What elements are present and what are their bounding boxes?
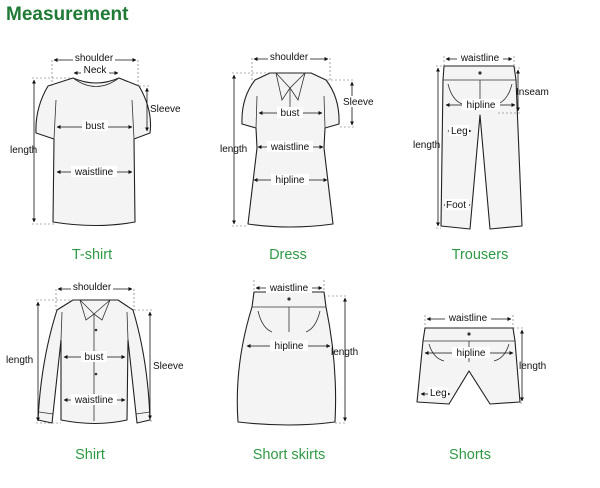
trousers-length-label: length [413,140,440,151]
shirt-sleeve-label: Sleeve [153,361,184,372]
shorts-length-label: length [519,361,546,372]
tshirt-waistline-label: waistline [74,167,114,178]
tshirt-length-label: length [10,145,37,156]
skirt-illustration [236,291,337,426]
dress-sleeve-label: Sleeve [343,97,374,108]
tshirt-bust-label: bust [86,121,105,132]
tshirt-illustration [35,77,152,227]
trousers-hipline-label: hipline [467,100,496,111]
trousers-leg-label: Leg [451,126,468,137]
tshirt-sleeve-label: Sleeve [150,104,181,115]
dress-shoulder-label: shoulder [270,52,309,63]
shirt-figure: shoulder Sleeve bust waistline length Sh… [6,281,188,463]
trousers-inseam-label: Inseam [516,87,549,98]
skirt-hipline-label: hipline [275,341,304,352]
dress-waistline-label: waistline [270,142,310,153]
dress-length-label: length [220,144,247,155]
tshirt-figure: shoulder Neck Sleeve bust waistline leng… [10,52,181,263]
shorts-illustration [416,327,521,405]
shirt-length-label: length [6,355,33,366]
shorts-leg-label: Leg [430,388,447,399]
tshirt-neck-label: Neck [84,65,108,76]
page-title: Measurement [6,4,129,25]
skirt-caption: Short skirts [253,447,326,463]
shorts-hipline-label: hipline [457,348,486,359]
dress-hipline-label: hipline [276,175,305,186]
skirt-figure: waistline hipline length Short skirts [236,280,358,463]
shirt-caption: Shirt [75,447,105,463]
shorts-figure: waistline hipline Leg length Shorts [416,312,546,463]
trousers-caption: Trousers [452,247,509,263]
shorts-waistline-label: waistline [448,313,488,324]
trousers-figure: waistline Inseam hipline Leg Foot length… [413,52,549,263]
tshirt-shoulder-label: shoulder [75,53,114,64]
dress-figure: shoulder Sleeve bust waistline hipline l… [220,51,378,263]
shorts-caption: Shorts [449,447,491,463]
skirt-waistline-label: waistline [269,283,309,294]
shirt-bust-label: bust [85,352,104,363]
skirt-length-label: length [331,347,358,358]
trousers-waistline-label: waistline [460,53,500,64]
trousers-foot-label: Foot [446,200,466,211]
dress-caption: Dress [269,247,307,263]
tshirt-caption: T-shirt [72,247,112,263]
shirt-shoulder-label: shoulder [73,282,112,293]
dress-bust-label: bust [281,108,300,119]
shirt-waistline-label: waistline [74,395,114,406]
